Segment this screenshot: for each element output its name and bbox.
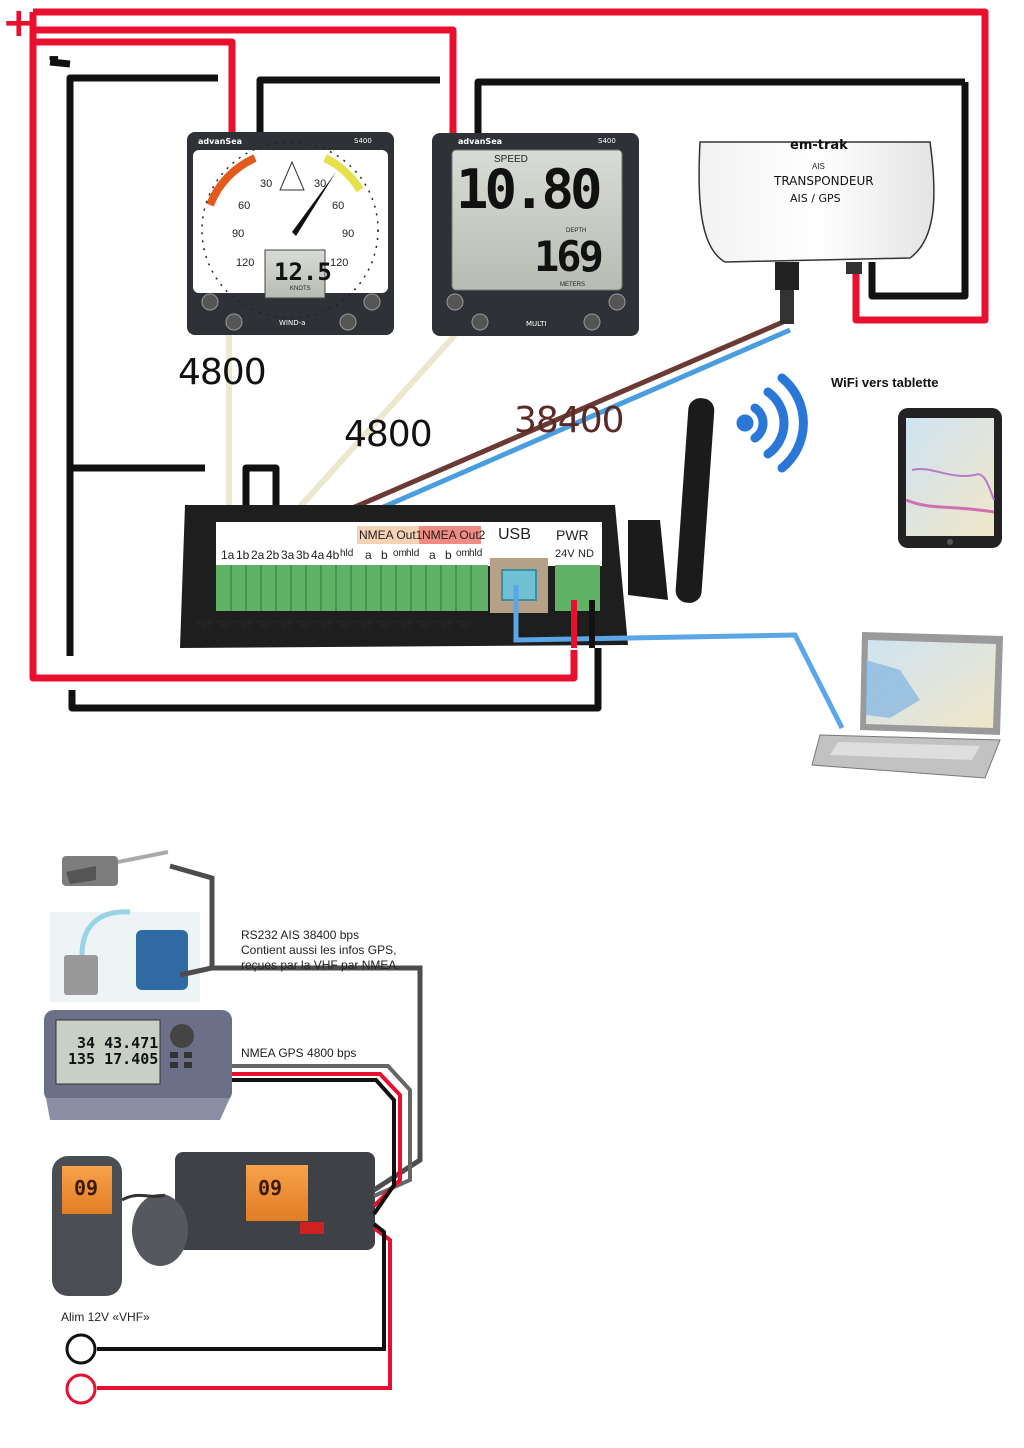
multi-depth-label: DEPTH <box>566 228 587 234</box>
mux-terminal: a <box>365 548 372 562</box>
wind-tick-30-right: 30 <box>314 178 327 190</box>
mux-terminal: 1a <box>221 548 235 562</box>
mux-terminal: 3a <box>281 548 295 562</box>
rs232-note-line3: reçues par la VHF par NMEA. <box>241 958 400 972</box>
mux-terminal: a <box>429 548 436 562</box>
vhf-positive-terminal <box>65 1373 97 1405</box>
vhf-power-wires <box>97 1222 392 1390</box>
mux-terminal: b <box>445 548 452 562</box>
wind-tick-120-right: 120 <box>330 257 349 269</box>
wind-tick-90-left: 90 <box>232 228 245 240</box>
wind-tick-60-left: 60 <box>238 200 251 212</box>
multi-speed-value: 10.80 <box>456 158 603 221</box>
rs232-usb-cable <box>50 850 200 1002</box>
transponder-line1: AIS <box>812 162 825 171</box>
mux-terminal: b <box>381 548 388 562</box>
rs232-note-line2: Contient aussi les infos GPS, <box>241 943 397 957</box>
laptop <box>811 632 1003 779</box>
tablet <box>898 408 1002 548</box>
nmea-gps-wire <box>232 1064 412 1216</box>
mux-label-nmea-out1: NMEA Out1 <box>359 528 423 542</box>
vhf-negative-terminal <box>65 1333 97 1365</box>
transponder-brand: em-trak <box>790 138 848 153</box>
mux-label-nmea-out2: NMEA Out2 <box>422 528 486 542</box>
positive-wire <box>29 8 989 682</box>
wind-name: WIND-a <box>279 319 306 327</box>
wind-brand: advanSea <box>198 137 243 146</box>
gps-unit <box>44 1010 232 1120</box>
mux-label-pwr: PWR <box>556 527 589 543</box>
wind-tick-30-left: 30 <box>260 178 273 190</box>
mux-terminal: om <box>393 548 407 559</box>
multi-depth-value: 169 <box>534 232 604 281</box>
mux-terminal: 1b <box>236 548 250 562</box>
positive-label: + <box>2 0 36 46</box>
wifi-label: WiFi vers tablette <box>831 375 939 390</box>
wind-tick-120-left: 120 <box>236 257 255 269</box>
baud-ais: 38400 <box>514 400 625 441</box>
vhf-base-channel: 09 <box>258 1176 283 1200</box>
mux-label-usb: USB <box>498 526 531 543</box>
vhf-radio <box>52 1152 375 1296</box>
multi-instrument <box>432 133 639 336</box>
mux-terminal: hld <box>340 548 354 559</box>
multi-brand: advanSea <box>458 137 503 146</box>
rs232-wire <box>169 863 423 1193</box>
transponder-line3: AIS / GPS <box>790 192 841 205</box>
wind-tick-60-right: 60 <box>332 200 345 212</box>
vhf-handset-channel: 09 <box>74 1176 99 1200</box>
mux-terminal: ND <box>578 548 594 560</box>
mux-terminal: 24V <box>555 548 575 560</box>
mux-terminal: 2a <box>251 548 265 562</box>
ais-transponder <box>698 141 935 324</box>
mux-terminal: om <box>456 548 470 559</box>
power-note: Alim 12V «VHF» <box>61 1310 150 1324</box>
transponder-line2: TRANSPONDEUR <box>774 174 874 188</box>
gps-display-line2: 135 17.405 <box>68 1050 159 1068</box>
wind-instrument <box>187 132 394 335</box>
multi-model: S400 <box>598 137 616 145</box>
gps-note: NMEA GPS 4800 bps <box>241 1046 357 1060</box>
wind-lcd-value: 12.5 <box>274 258 332 286</box>
wind-tick-90-right: 90 <box>342 228 355 240</box>
mux-terminal: hld <box>406 548 420 559</box>
multi-speed-label: SPEED <box>494 154 528 165</box>
mux-terminal: hld <box>469 548 483 559</box>
baud-multi: 4800 <box>344 414 433 455</box>
wind-lcd-unit: KNOTS <box>290 286 311 292</box>
mux-terminal: 2b <box>266 548 280 562</box>
wifi-icon <box>736 373 808 473</box>
wifi-antenna <box>628 398 715 603</box>
mux-terminal: 4b <box>326 548 340 562</box>
negative-label: - <box>48 40 60 73</box>
rs232-note-line1: RS232 AIS 38400 bps <box>241 928 360 942</box>
multi-name: MULTI <box>526 320 547 328</box>
wind-model: S400 <box>354 137 372 145</box>
mux-terminal: 4a <box>311 548 325 562</box>
baud-wind: 4800 <box>178 352 267 393</box>
gps-display-line1: 34 43.471 <box>77 1034 159 1052</box>
multi-depth-unit: METERS <box>560 282 586 288</box>
negative-wire <box>49 58 969 712</box>
mux-terminal: 3b <box>296 548 310 562</box>
usb-cable <box>513 585 845 730</box>
